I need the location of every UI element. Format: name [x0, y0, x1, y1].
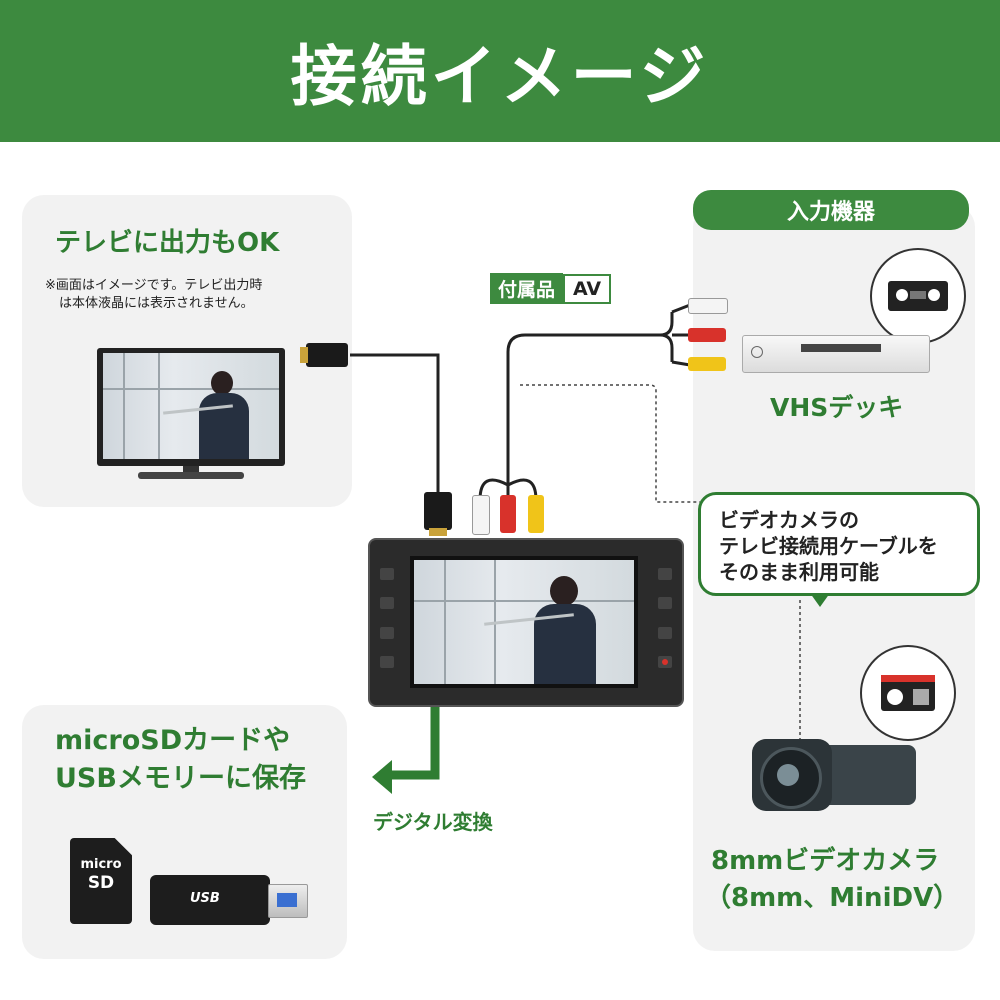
- rca-plug-vhs-yellow: [688, 357, 726, 371]
- microsd-label: micro SD: [70, 838, 132, 892]
- video-capture-device: [368, 538, 684, 707]
- device-right-buttons: [658, 568, 672, 668]
- tv-stand-neck: [183, 466, 199, 474]
- digital-arrow: [392, 680, 440, 780]
- av-cable-branch: [659, 333, 674, 362]
- usb-memory: USB: [150, 875, 270, 925]
- bubble-line3: そのまま利用可能: [719, 560, 879, 584]
- tv-stand-base: [138, 472, 244, 479]
- device-button-up[interactable]: [380, 568, 394, 580]
- microsd-label-line1: micro: [80, 857, 122, 872]
- minidv-tape-icon-circle: [860, 645, 956, 741]
- device-button-vol-down[interactable]: [658, 597, 672, 610]
- rca-plug-yellow: [528, 495, 544, 533]
- tv-note-line1: ※画面はイメージです。テレビ出力時: [45, 278, 263, 293]
- tv-output-title: テレビに出力もOK: [55, 228, 280, 258]
- television: [97, 348, 285, 466]
- storage-title-line1: microSDカードや: [55, 725, 291, 756]
- usb-label: USB: [190, 891, 220, 906]
- vhs-deck-label: VHSデッキ: [770, 393, 904, 422]
- camera-label: 8mmビデオカメラ （8mm、MiniDV）: [705, 840, 959, 914]
- camera-lens: [760, 747, 822, 809]
- device-left-buttons: [380, 568, 394, 668]
- vhs-tape-icon: [888, 281, 948, 311]
- storage-title-line2: USBメモリーに保存: [55, 763, 306, 794]
- tv-output-note: ※画面はイメージです。テレビ出力時 は本体液晶には表示されません。: [45, 277, 345, 313]
- vhs-deck: [742, 335, 930, 373]
- rca-plug-vhs-red: [688, 328, 726, 342]
- vhs-tape-slot: [801, 344, 881, 352]
- av-cable-label: 付属品 AV: [490, 273, 612, 304]
- dashed-connection: [520, 384, 700, 503]
- compatibility-bubble: ビデオカメラの テレビ接続用ケーブルを そのまま利用可能: [698, 492, 980, 596]
- device-button-menu[interactable]: [380, 626, 394, 639]
- page-title: 接続イメージ: [290, 38, 710, 115]
- rca-plug-red: [500, 495, 516, 533]
- header-banner: 接続イメージ: [0, 0, 1000, 142]
- microsd-label-line2: SD: [87, 873, 115, 893]
- microsd-card: micro SD: [70, 838, 132, 924]
- storage-title: microSDカードや USBメモリーに保存: [55, 722, 306, 798]
- hdmi-plug-device: [424, 492, 452, 536]
- av-label-prefix: 付属品: [490, 273, 564, 304]
- vhs-tape-icon-circle: [870, 248, 966, 344]
- hdmi-cable: [350, 353, 440, 500]
- device-screen-image: [414, 560, 634, 684]
- bubble-line2: テレビ接続用ケーブルを: [719, 534, 938, 558]
- bubble-line1: ビデオカメラの: [719, 508, 859, 532]
- device-button-ok[interactable]: [658, 626, 672, 639]
- camera-label-line2: （8mm、MiniDV）: [705, 883, 960, 913]
- device-button-mode[interactable]: [380, 655, 394, 668]
- digital-conversion-label: デジタル変換: [373, 810, 493, 834]
- camera-label-line1: 8mmビデオカメラ: [711, 846, 940, 876]
- av-cable: [506, 312, 674, 485]
- usb-connector-insert: [277, 893, 297, 907]
- tv-note-line2: は本体液晶には表示されません。: [59, 296, 254, 311]
- device-button-record[interactable]: [658, 655, 672, 668]
- bubble-tail: [810, 593, 830, 607]
- hdmi-plug-tv: [300, 343, 348, 367]
- tv-screen-image: [103, 353, 279, 459]
- record-icon: [662, 658, 668, 665]
- av-label-name: AV: [563, 273, 612, 304]
- input-devices-header: 入力機器: [693, 190, 969, 230]
- device-button-down[interactable]: [380, 597, 394, 610]
- minidv-tape-icon: [881, 675, 935, 711]
- device-screen-bezel: [410, 556, 638, 688]
- rca-plug-white: [472, 495, 490, 535]
- vhs-power-icon: [751, 346, 763, 358]
- usb-connector: [268, 884, 308, 918]
- rca-plug-vhs-white: [688, 298, 728, 314]
- video-camera: [752, 735, 917, 815]
- device-button-vol-up[interactable]: [658, 568, 672, 580]
